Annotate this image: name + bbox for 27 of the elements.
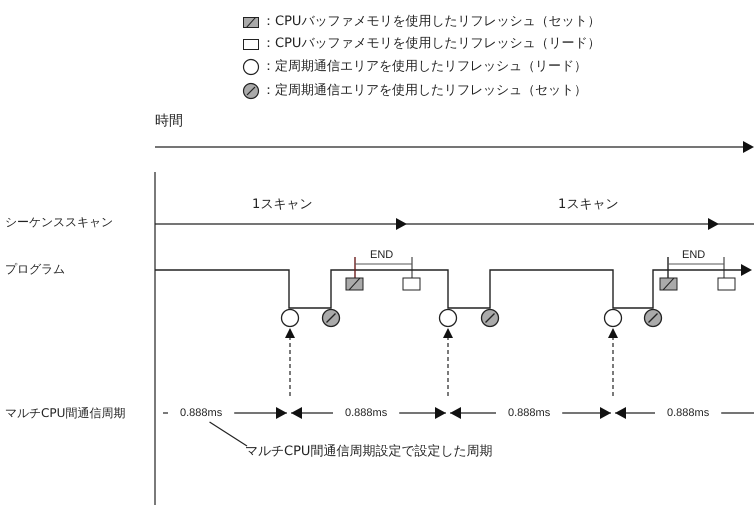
row-label: プログラム	[5, 262, 65, 277]
scan-label: 1スキャン	[558, 197, 618, 212]
scan-label: 1スキャン	[252, 197, 312, 212]
end-label: END	[682, 248, 706, 263]
hatched-circle-icon	[643, 308, 663, 328]
circle-icon	[280, 308, 300, 328]
circle-icon	[438, 308, 458, 328]
dashed-arrow	[443, 328, 453, 396]
dashed-arrow	[608, 328, 618, 396]
leader-line	[209, 422, 248, 446]
legend-text: ：定周期通信エリアを使用したリフレッシュ（リード）	[262, 59, 587, 74]
axis-title: 時間	[155, 114, 183, 129]
row-label: シーケンススキャン	[5, 215, 113, 230]
cycle-time-label: 0.888ms	[667, 406, 710, 421]
cycle-time-label: 0.888ms	[180, 406, 222, 421]
row-label: マルチCPU間通信周期	[5, 406, 126, 421]
dashed-arrow	[285, 328, 295, 396]
legend-text: ：CPUバッファメモリを使用したリフレッシュ（リード）	[262, 36, 600, 51]
cycle-time-label: 0.888ms	[508, 406, 550, 421]
circle-icon	[603, 308, 623, 328]
note-text: マルチCPU間通信周期設定で設定した周期	[245, 444, 492, 459]
hatched-circle-icon	[321, 308, 341, 328]
legend-text: ：定周期通信エリアを使用したリフレッシュ（セット）	[262, 83, 587, 98]
legend-text: ：CPUバッファメモリを使用したリフレッシュ（セット）	[262, 14, 600, 29]
hatched-circle-icon	[480, 308, 500, 328]
end-label: END	[370, 248, 394, 263]
cycle-time-label: 0.888ms	[345, 406, 388, 421]
